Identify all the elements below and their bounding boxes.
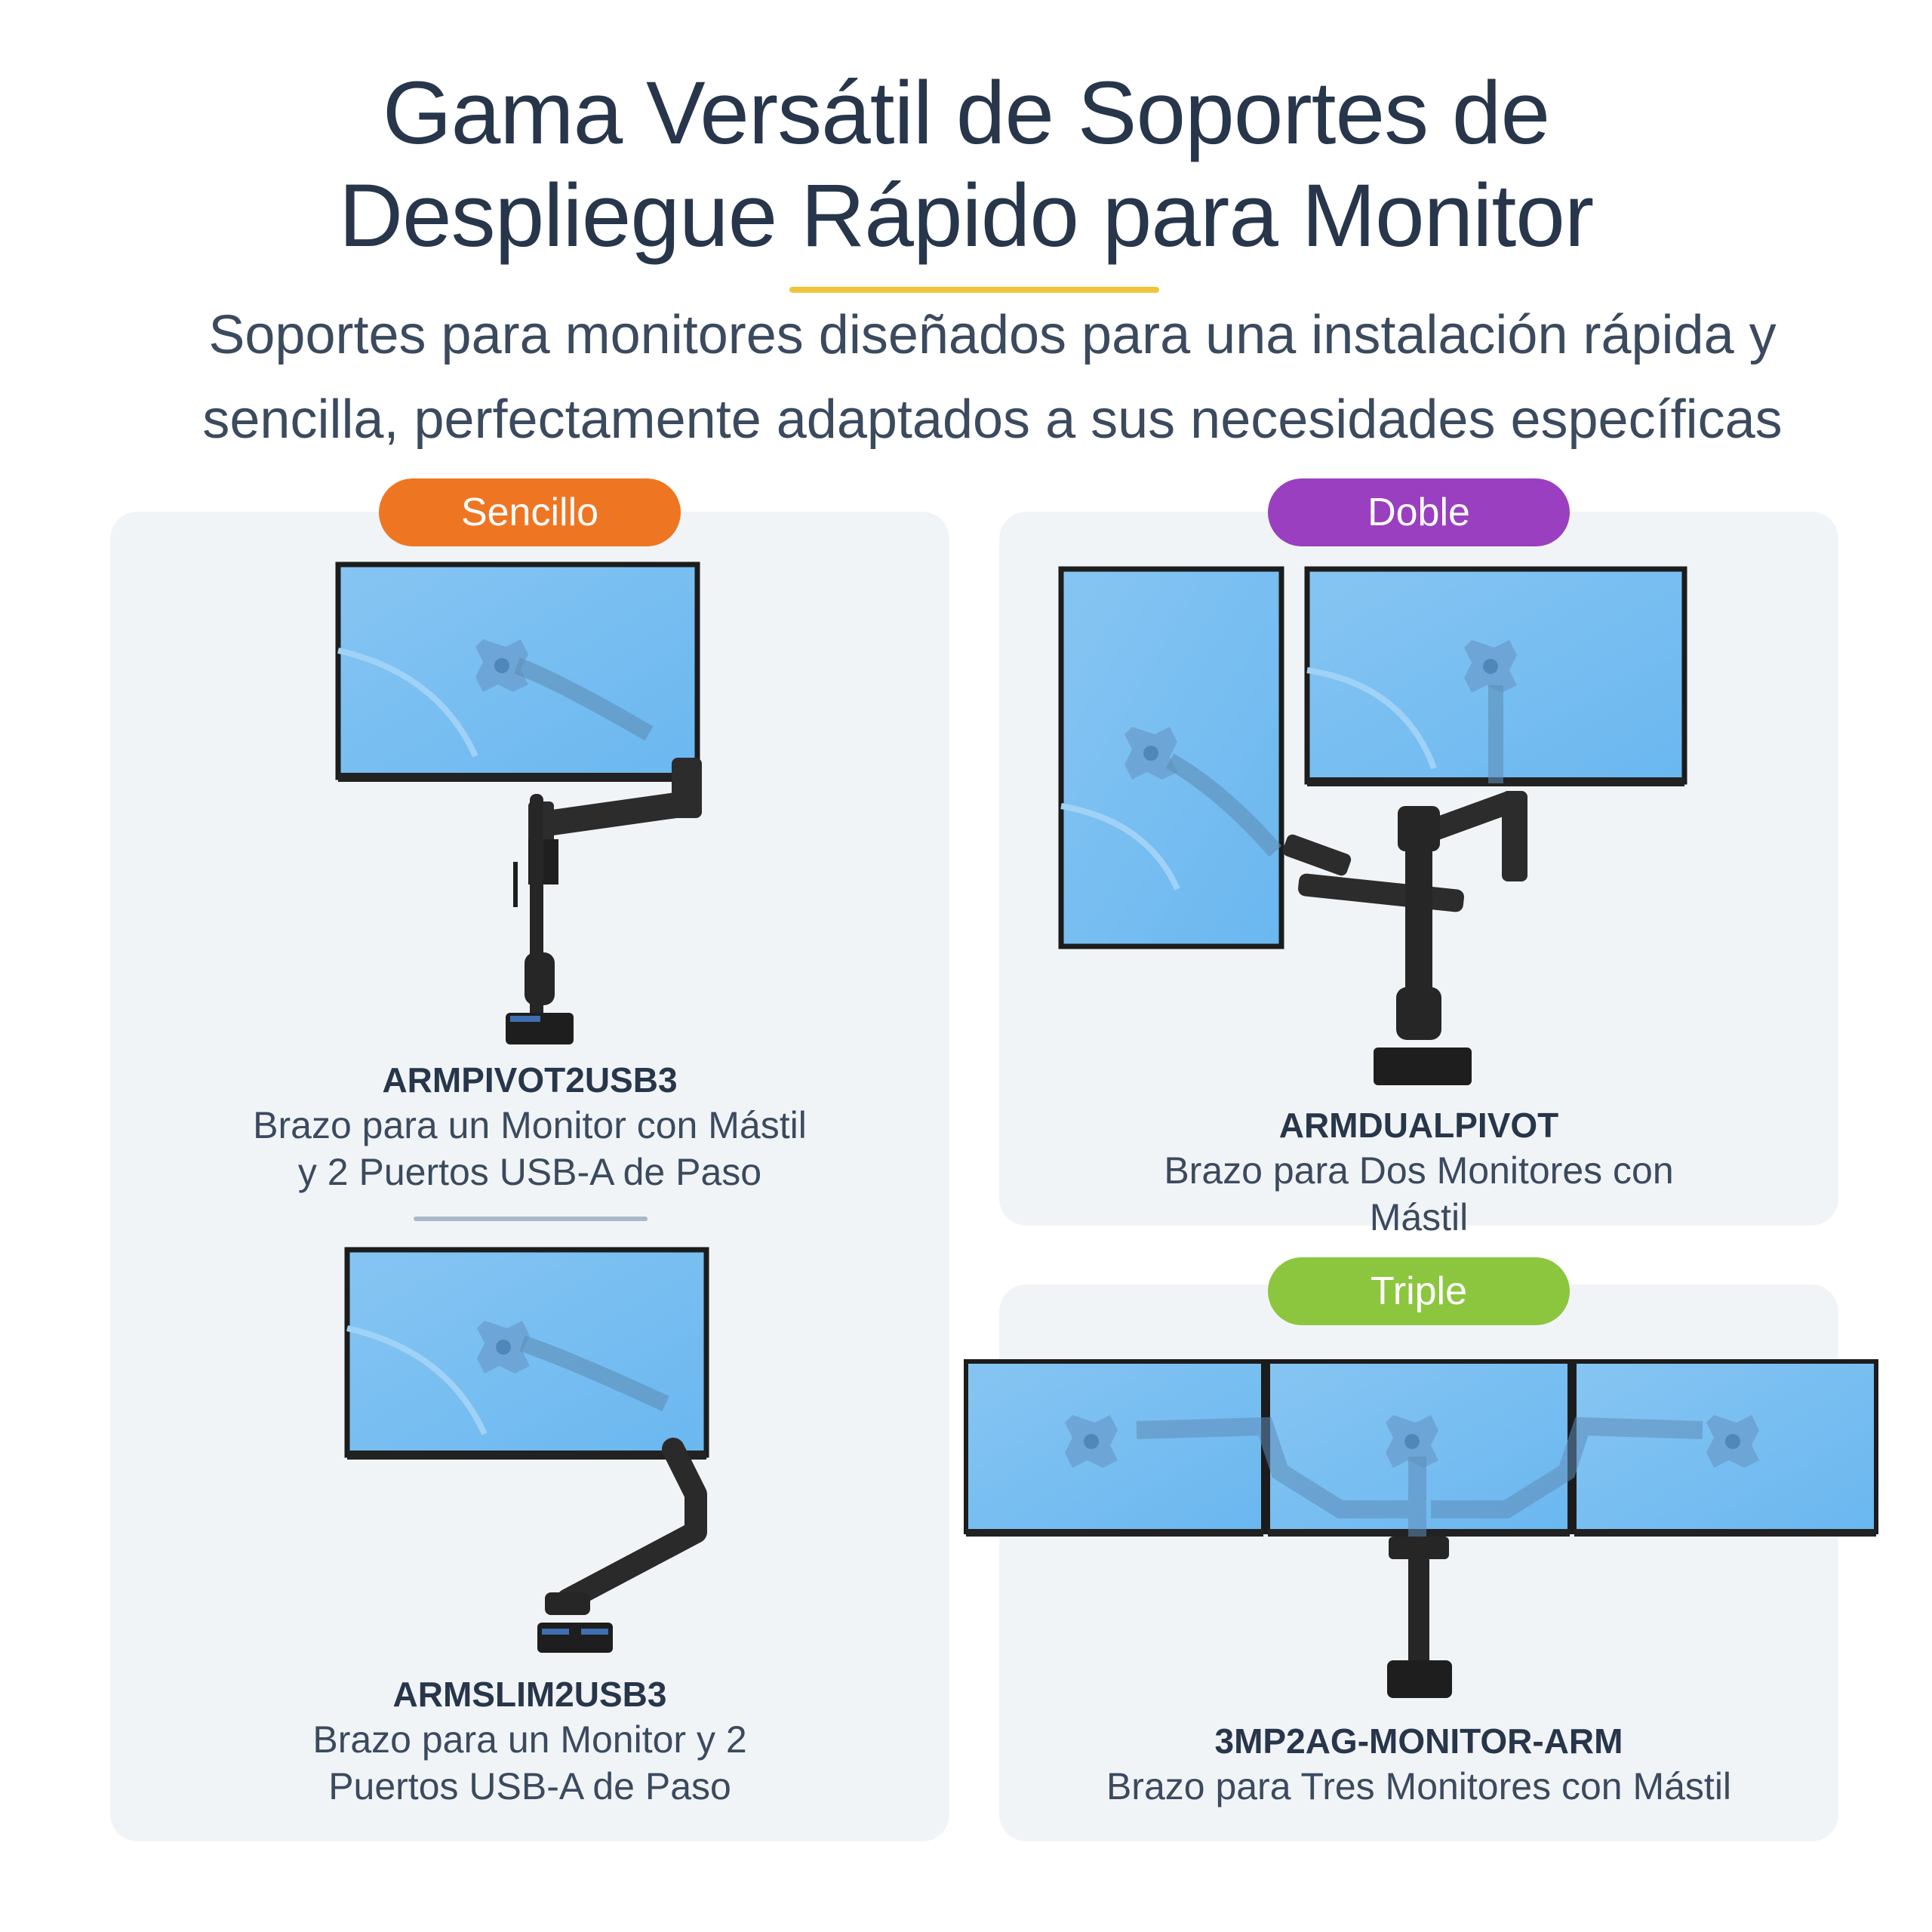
product-name-3mp2ag-monitor-arm: 3MP2AG-MONITOR-ARM (1214, 1721, 1623, 1761)
desc-line: y 2 Puertos USB-A de Paso (297, 1151, 762, 1193)
title-line-2: Despliegue Rápido para Monitor (338, 166, 1594, 266)
product-desc-armdualpivot: Brazo para Dos Monitores con Mástil (999, 1147, 1838, 1241)
title-line-1: Gama Versátil de Soportes de (382, 63, 1550, 163)
desc-line: Brazo para un Monitor y 2 (312, 1718, 747, 1761)
product-name-armslim2usb3: ARMSLIM2USB3 (392, 1675, 667, 1714)
product-name-armpivot2usb3: ARMPIVOT2USB3 (382, 1060, 678, 1100)
subtitle-line-2: sencilla, perfectamente adaptados a sus … (202, 389, 1783, 450)
monitor-arm-icon (344, 1247, 709, 1653)
vesa-mount-icon (1706, 1415, 1759, 1468)
badge-triple: Triple (1268, 1257, 1570, 1325)
title-accent-rule (789, 287, 1159, 293)
page-title: Gama Versátil de Soportes de Despliegue … (0, 62, 1932, 267)
vesa-mount-icon (1464, 640, 1517, 693)
desc-line: Puertos USB-A de Paso (328, 1765, 731, 1807)
monitor-arm-icon (335, 561, 702, 1044)
vesa-mount-icon (1386, 1415, 1438, 1468)
product-divider (414, 1217, 648, 1221)
vesa-mount-icon (477, 1321, 530, 1374)
product-desc-armpivot2usb3: Brazo para un Monitor con Mástil y 2 Pue… (110, 1102, 949, 1195)
product-desc-armslim2usb3: Brazo para un Monitor y 2 Puertos USB-A … (110, 1716, 949, 1810)
product-desc-3mp2ag-monitor-arm: Brazo para Tres Monitores con Mástil (999, 1763, 1838, 1810)
desc-line: Brazo para Dos Monitores con (1164, 1149, 1674, 1192)
desc-line: Brazo para Tres Monitores con Mástil (1106, 1765, 1732, 1807)
badge-single: Sencillo (379, 478, 681, 546)
desc-line: Mástil (1369, 1196, 1469, 1238)
vesa-mount-icon (1065, 1415, 1118, 1468)
monitor-arm-icon (964, 1359, 1878, 1698)
subtitle-line-1: Soportes para monitores diseñados para u… (208, 305, 1777, 365)
monitor-arm-icon (1058, 566, 1687, 1085)
product-name-armdualpivot: ARMDUALPIVOT (1278, 1106, 1559, 1145)
vesa-mount-icon (475, 639, 528, 692)
desc-line: Brazo para un Monitor con Mástil (253, 1104, 807, 1146)
vesa-mount-icon (1124, 727, 1177, 780)
page-subtitle: Soportes para monitores diseñados para u… (181, 293, 1804, 462)
monitor-icon (964, 1359, 1266, 1537)
badge-dual: Doble (1268, 478, 1570, 546)
